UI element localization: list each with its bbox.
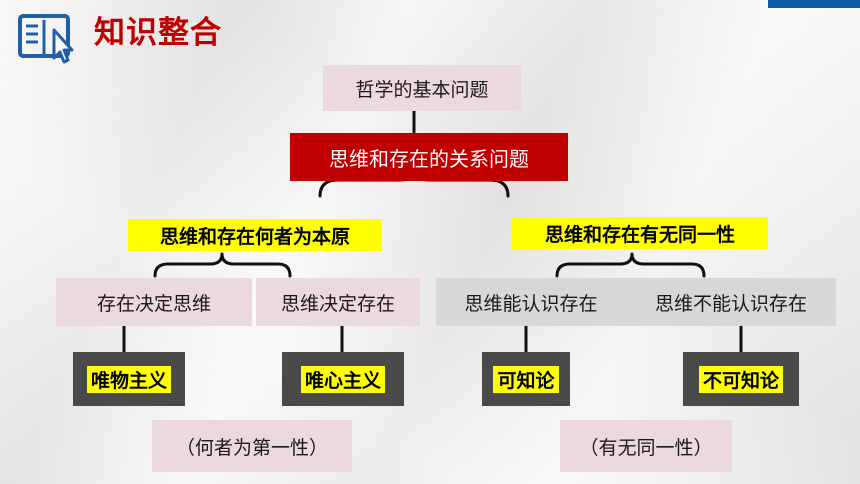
branch-label-identity: 思维和存在有无同一性 [512, 217, 768, 249]
accent-bar [768, 0, 860, 8]
page-title: 知识整合 [94, 15, 222, 51]
result-agnosticism: 不可知论 [683, 352, 799, 406]
root-node: 哲学的基本问题 [323, 65, 521, 111]
result-label: 不可知论 [698, 365, 783, 393]
note-label: （有无同一性） [579, 436, 713, 459]
option-label: 思维决定存在 [280, 292, 395, 315]
option-thought-cannot-know-existence: 思维不能认识存在 [626, 278, 836, 326]
branch-label-origin: 思维和存在何者为本原 [128, 219, 382, 251]
option-label: 思维不能认识存在 [654, 292, 807, 315]
open-book-cursor-icon [18, 14, 74, 64]
result-label: 可知论 [493, 365, 559, 393]
note-label: （何者为第一性） [175, 436, 328, 459]
option-thought-determines-existence: 思维决定存在 [256, 278, 420, 326]
root-node-label: 哲学的基本问题 [355, 78, 489, 101]
result-label: 唯心主义 [300, 365, 385, 393]
result-label: 唯物主义 [86, 365, 171, 393]
result-materialism: 唯物主义 [73, 352, 185, 406]
result-knowability: 可知论 [482, 352, 570, 406]
option-thought-can-know-existence: 思维能认识存在 [436, 278, 626, 326]
result-idealism: 唯心主义 [282, 352, 404, 406]
option-existence-determines-thought: 存在决定思维 [56, 278, 252, 326]
core-node: 思维和存在的关系问题 [290, 133, 568, 181]
note-primacy: （何者为第一性） [152, 420, 352, 472]
option-label: 思维能认识存在 [464, 292, 598, 315]
note-identity: （有无同一性） [560, 420, 732, 472]
option-label: 存在决定思维 [96, 292, 211, 315]
core-node-label: 思维和存在的关系问题 [329, 146, 529, 171]
